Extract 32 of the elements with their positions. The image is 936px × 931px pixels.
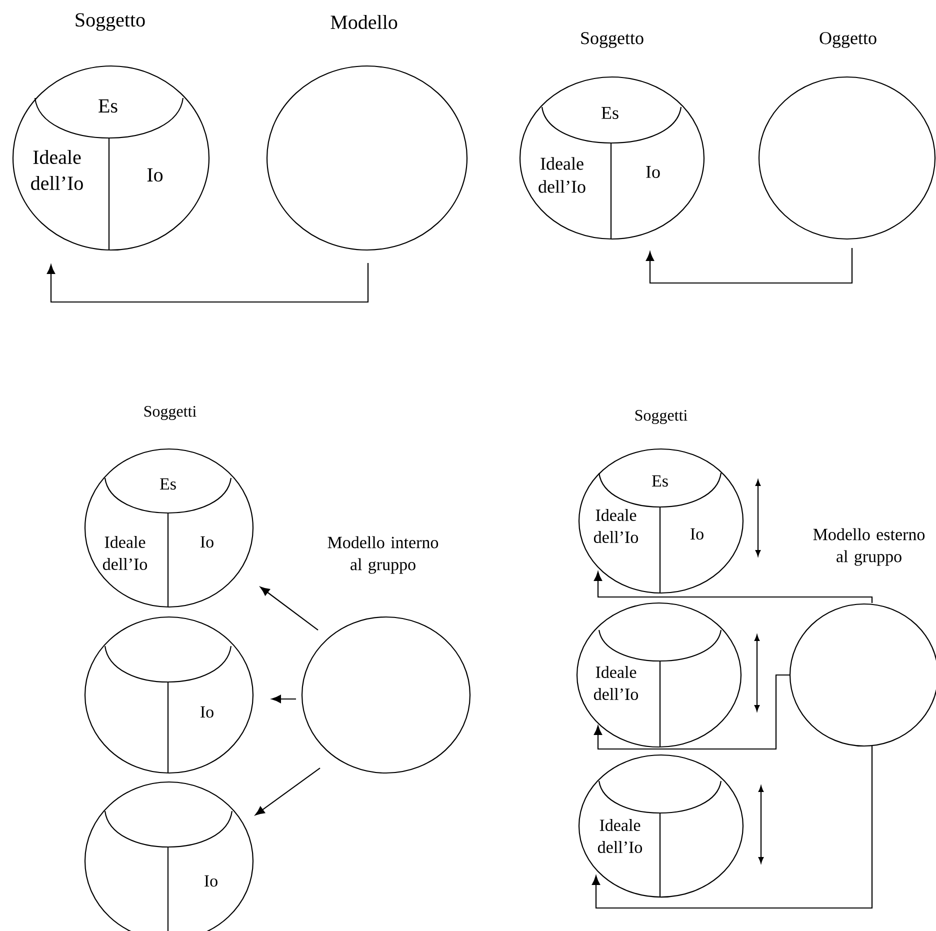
region-label: Io <box>204 875 218 887</box>
region-label: Es <box>602 107 618 119</box>
region-label: Io <box>690 528 704 540</box>
region-label: Ideale dell’Io <box>538 157 586 193</box>
arrow <box>646 248 853 284</box>
region-label: Ideale dell’Io <box>594 666 638 700</box>
region-label: Es <box>160 478 176 490</box>
region-label: Ideale dell’Io <box>598 819 642 853</box>
arrow <box>594 674 790 750</box>
region-label: Ideale dell’Io <box>31 150 83 190</box>
region-label: Es <box>652 475 668 487</box>
heading: Modello interno al gruppo <box>328 536 438 574</box>
heading: Modello esterno al gruppo <box>813 528 925 566</box>
region-label: Ideale dell’Io <box>102 536 148 570</box>
arrow <box>594 572 873 603</box>
arrow <box>592 746 873 909</box>
group-heading: Soggetti <box>144 406 196 420</box>
region-label: Io <box>200 536 214 548</box>
group-heading: Soggetti <box>635 410 688 424</box>
region-label: Io <box>200 706 214 718</box>
region-label: Io <box>646 166 660 178</box>
region-label: Ideale dell’Io <box>594 509 638 543</box>
arrow <box>260 586 318 630</box>
heading: Soggetto <box>581 32 644 48</box>
arrow <box>272 694 296 704</box>
heading: Modello <box>330 14 398 30</box>
arrow <box>46 263 369 303</box>
heading: Soggetto <box>76 13 145 31</box>
arrow <box>255 768 320 816</box>
heading: Oggetto <box>820 32 876 48</box>
region-label: Io <box>147 168 163 182</box>
region-label: Es <box>98 99 118 113</box>
